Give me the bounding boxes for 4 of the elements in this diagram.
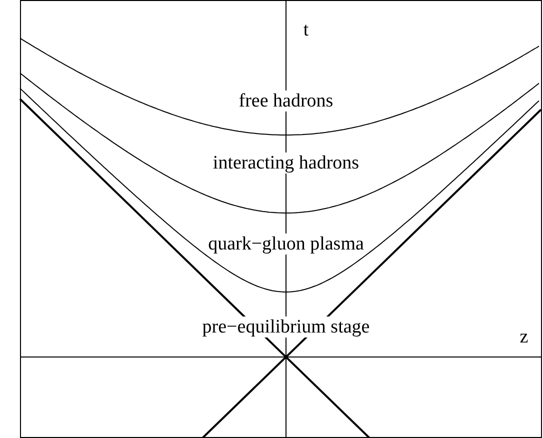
- region-label: pre−equilibrium stage: [200, 316, 372, 338]
- region-label: interacting hadrons: [210, 152, 362, 174]
- region-label: quark−gluon plasma: [206, 234, 366, 254]
- region-label: free hadrons: [236, 90, 336, 112]
